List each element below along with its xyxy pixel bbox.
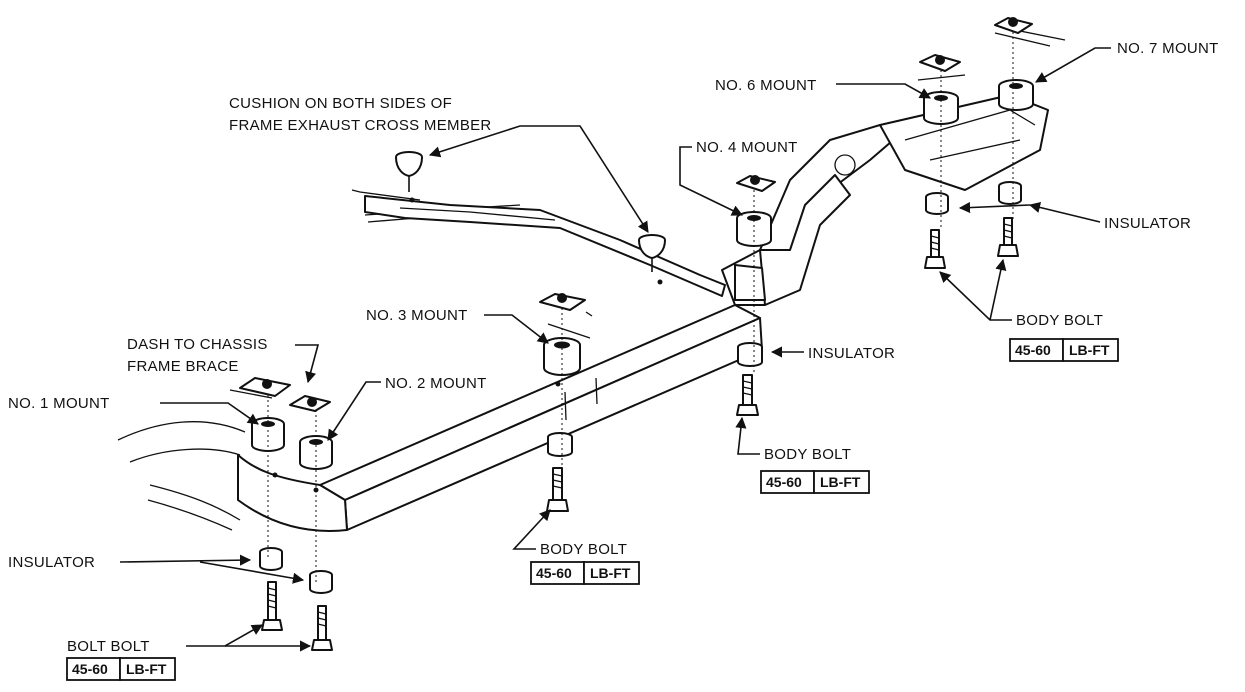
torque-unit-left: LB-FT [126,661,167,677]
no6-mount-label: NO. 6 MOUNT [715,77,817,94]
torque-value-left: 45-60 [72,661,108,677]
no2-mount-label: NO. 2 MOUNT [385,375,487,392]
lower-insulator-4 [737,342,763,367]
no1-mount-label: NO. 1 MOUNT [8,395,110,412]
dash-brace-label-line2: FRAME BRACE [127,358,239,375]
bolt-2 [311,605,333,651]
bolt-4 [736,374,759,416]
torque-spec-mid: 45-60 LB-FT [760,470,870,494]
bolt-label-center: BODY BOLT [540,541,627,558]
bolt-7 [997,217,1019,257]
cushion-label-line1: CUSHION ON BOTH SIDES OF [229,95,452,112]
bolt-label-mid: BODY BOLT [764,446,851,463]
bolt-label-right: BODY BOLT [1016,312,1103,329]
bolt-1 [261,581,283,631]
frame-kickup [721,94,1049,306]
bolt-6 [924,229,946,269]
bolt-label-left: BOLT BOLT [67,638,150,655]
torque-unit-center: LB-FT [590,565,631,581]
lower-insulator-1 [259,547,283,571]
exhaust-cushion-left [395,151,423,192]
bolt-3 [546,467,569,512]
leader-lines [119,47,1111,652]
insulator-label-left: INSULATOR [8,554,95,571]
torque-spec-right: 45-60 LB-FT [1009,338,1119,362]
frame-rear-crossmember [364,195,726,297]
frame-side-rail [237,304,763,532]
torque-value-center: 45-60 [536,565,572,581]
no7-mount-label: NO. 7 MOUNT [1117,40,1219,57]
torque-spec-center: 45-60 LB-FT [530,561,640,585]
mount-parts [239,17,1034,651]
no7-cushion [998,79,1034,111]
insulator-label-mid: INSULATOR [808,345,895,362]
dash-brace-label-line1: DASH TO CHASSIS [127,336,268,353]
exhaust-cushion-right [638,234,666,272]
cushion-label-line2: FRAME EXHAUST CROSS MEMBER [229,117,492,134]
torque-value-mid: 45-60 [766,474,802,490]
no4-mount-label: NO. 4 MOUNT [696,139,798,156]
torque-value-right: 45-60 [1015,342,1051,358]
lower-insulator-6 [925,192,949,215]
no3-mount-label: NO. 3 MOUNT [366,307,468,324]
lower-insulator-3 [547,432,573,457]
torque-unit-right: LB-FT [1069,342,1110,358]
torque-spec-left: 45-60 LB-FT [66,657,176,681]
labels: CUSHION ON BOTH SIDES OF FRAME EXHAUST C… [8,40,1219,655]
torque-unit-mid: LB-FT [820,474,861,490]
lower-insulator-7 [998,181,1022,205]
lower-insulator-2 [309,570,333,594]
insulator-label-right: INSULATOR [1104,215,1191,232]
